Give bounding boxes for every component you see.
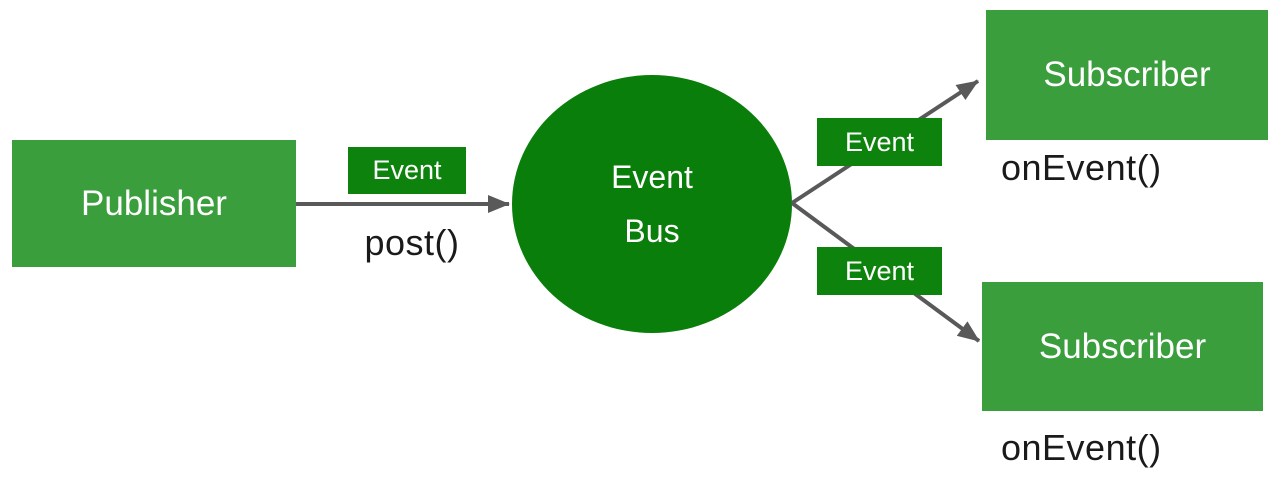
subscriber-bottom-node: Subscriber	[982, 282, 1263, 411]
event-bus-label-line1: Event	[611, 159, 693, 195]
event-badge-label: Event	[844, 126, 915, 157]
event-badge-subscriber-bottom-edge: Event	[817, 247, 942, 295]
publisher-label: Publisher	[81, 183, 227, 223]
onevent-method-label-top: onEvent()	[1001, 147, 1162, 188]
onevent-method-label-bottom: onEvent()	[1001, 427, 1162, 468]
subscriber-bottom-label: Subscriber	[1038, 326, 1207, 366]
event-bus-label-line2: Bus	[624, 213, 680, 249]
post-method-label: post()	[364, 222, 460, 263]
event-badge-label: Event	[372, 155, 442, 185]
subscriber-top-node: Subscriber	[986, 10, 1268, 140]
event-badge-publisher-edge: Event	[348, 147, 466, 194]
publisher-node: Publisher	[12, 140, 296, 267]
event-badge-subscriber-top-edge: Event	[817, 118, 942, 166]
subscriber-top-label: Subscriber	[1043, 55, 1211, 94]
event-bus-node: Event Bus	[512, 75, 792, 333]
event-badge-label: Event	[844, 255, 915, 286]
